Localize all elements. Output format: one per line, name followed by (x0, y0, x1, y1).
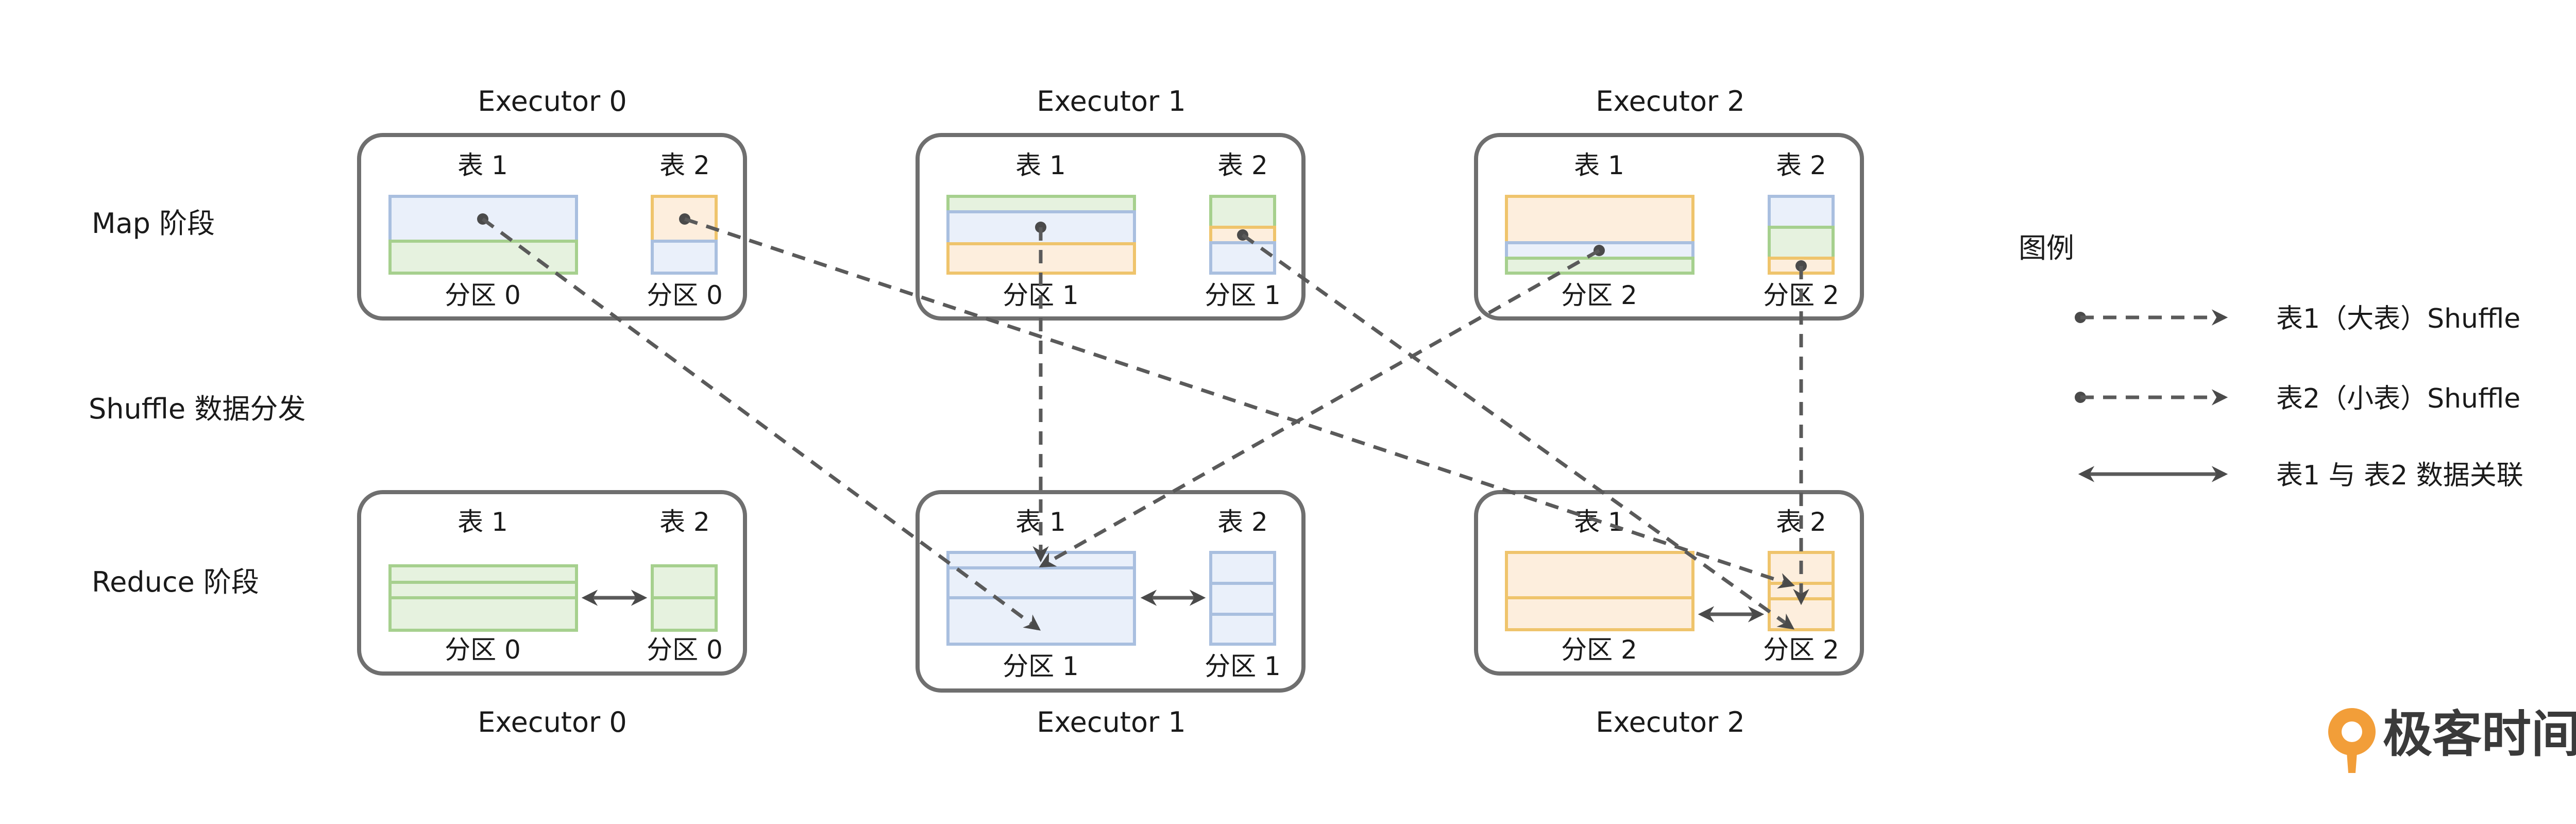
shuffle-arrow-t1-ex2-to-ex1 (1039, 248, 1600, 568)
reduce-1-table2-label: 表 2 (1217, 507, 1268, 537)
reduce-executor-0: 表 1 表 2 分区 0 分区 0 (357, 490, 747, 676)
map-1-part2-label: 分区 1 (1205, 280, 1281, 310)
reduce-2-part2-label: 分区 2 (1763, 635, 1839, 665)
reduce-1-part1-label: 分区 1 (1003, 651, 1079, 681)
map-0-table1-partition (388, 195, 578, 275)
legend-label-join: 表1 与 表2 数据关联 (2276, 460, 2523, 491)
reduce-0-part1-label: 分区 0 (445, 635, 521, 665)
reduce-2-table1-partition (1505, 551, 1694, 631)
shuffle-arrows (477, 213, 1809, 631)
reduce-0-table2-label: 表 2 (659, 507, 710, 537)
legend-item-table1-shuffle: 表1（大表）Shuffle (2075, 304, 2520, 334)
executor-title-top-0: Executor 0 (478, 85, 627, 117)
brand-name: 极客时间 (2383, 705, 2576, 763)
legend-label-table2-shuffle: 表2（小表）Shuffle (2276, 383, 2520, 414)
legend-title: 图例 (2019, 232, 2074, 264)
map-0-part2-label: 分区 0 (647, 280, 723, 310)
reduce-1-table1-partition (946, 551, 1136, 646)
shuffle-arrow-t2-ex0-to-ex2 (684, 217, 1795, 589)
map-1-table2-label: 表 2 (1217, 150, 1268, 180)
map-2-part1-label: 分区 2 (1561, 280, 1637, 310)
reduce-executor-2: 表 1 表 2 分区 2 分区 2 (1474, 490, 1864, 676)
brand-logo: 极客时间 (2328, 705, 2576, 773)
stage-label-shuffle: Shuffle 数据分发 (89, 393, 306, 425)
executor-title-bottom-1: Executor 1 (1037, 706, 1186, 738)
reduce-0-table1-partition (388, 564, 578, 632)
executor-title-bottom-0: Executor 0 (478, 706, 627, 738)
legend-item-join: 表1 与 表2 数据关联 (2078, 460, 2523, 491)
reduce-1-part2-label: 分区 1 (1205, 651, 1281, 681)
executor-title-bottom-2: Executor 2 (1596, 706, 1745, 738)
map-executor-0: 表 1 表 2 分区 0 分区 0 (357, 133, 747, 321)
map-2-table1-partition (1505, 195, 1694, 275)
map-2-table1-label: 表 1 (1574, 150, 1624, 180)
reduce-0-part2-label: 分区 0 (647, 635, 723, 665)
reduce-executor-1: 表 1 表 2 分区 1 分区 1 (916, 490, 1306, 693)
executor-title-top-2: Executor 2 (1596, 85, 1745, 117)
legend-label-table1-shuffle: 表1（大表）Shuffle (2276, 304, 2520, 334)
map-0-table1-label: 表 1 (457, 150, 508, 180)
map-0-table2-label: 表 2 (659, 150, 710, 180)
map-1-table1-label: 表 1 (1015, 150, 1066, 180)
stage-label-map: Map 阶段 (92, 207, 215, 240)
map-executor-2: 表 1 表 2 分区 2 分区 2 (1474, 133, 1864, 321)
reduce-0-table2-partition (651, 564, 718, 632)
geektime-logo-icon (2328, 708, 2376, 773)
top-executor-titles: Executor 0 Executor 1 Executor 2 (478, 85, 1745, 117)
executor-title-top-1: Executor 1 (1037, 85, 1186, 117)
map-0-table2-partition (651, 195, 718, 275)
stage-label-reduce: Reduce 阶段 (92, 566, 259, 598)
legend-item-table2-shuffle: 表2（小表）Shuffle (2075, 383, 2520, 414)
legend: 图例 表1（大表）Shuffle 表2（小表）Shuffle 表1 与 表2 数… (2019, 232, 2523, 491)
map-executor-1: 表 1 表 2 分区 1 分区 1 (916, 133, 1306, 321)
bottom-executor-titles: Executor 0 Executor 1 Executor 2 (478, 706, 1745, 738)
reduce-0-table1-label: 表 1 (457, 507, 508, 537)
shuffle-arrow-t1-ex0-to-ex1 (481, 217, 1041, 631)
map-2-table2-label: 表 2 (1776, 150, 1826, 180)
map-0-part1-label: 分区 0 (445, 280, 521, 310)
reduce-2-part1-label: 分区 2 (1561, 635, 1637, 665)
reduce-1-table2-partition (1209, 551, 1276, 646)
